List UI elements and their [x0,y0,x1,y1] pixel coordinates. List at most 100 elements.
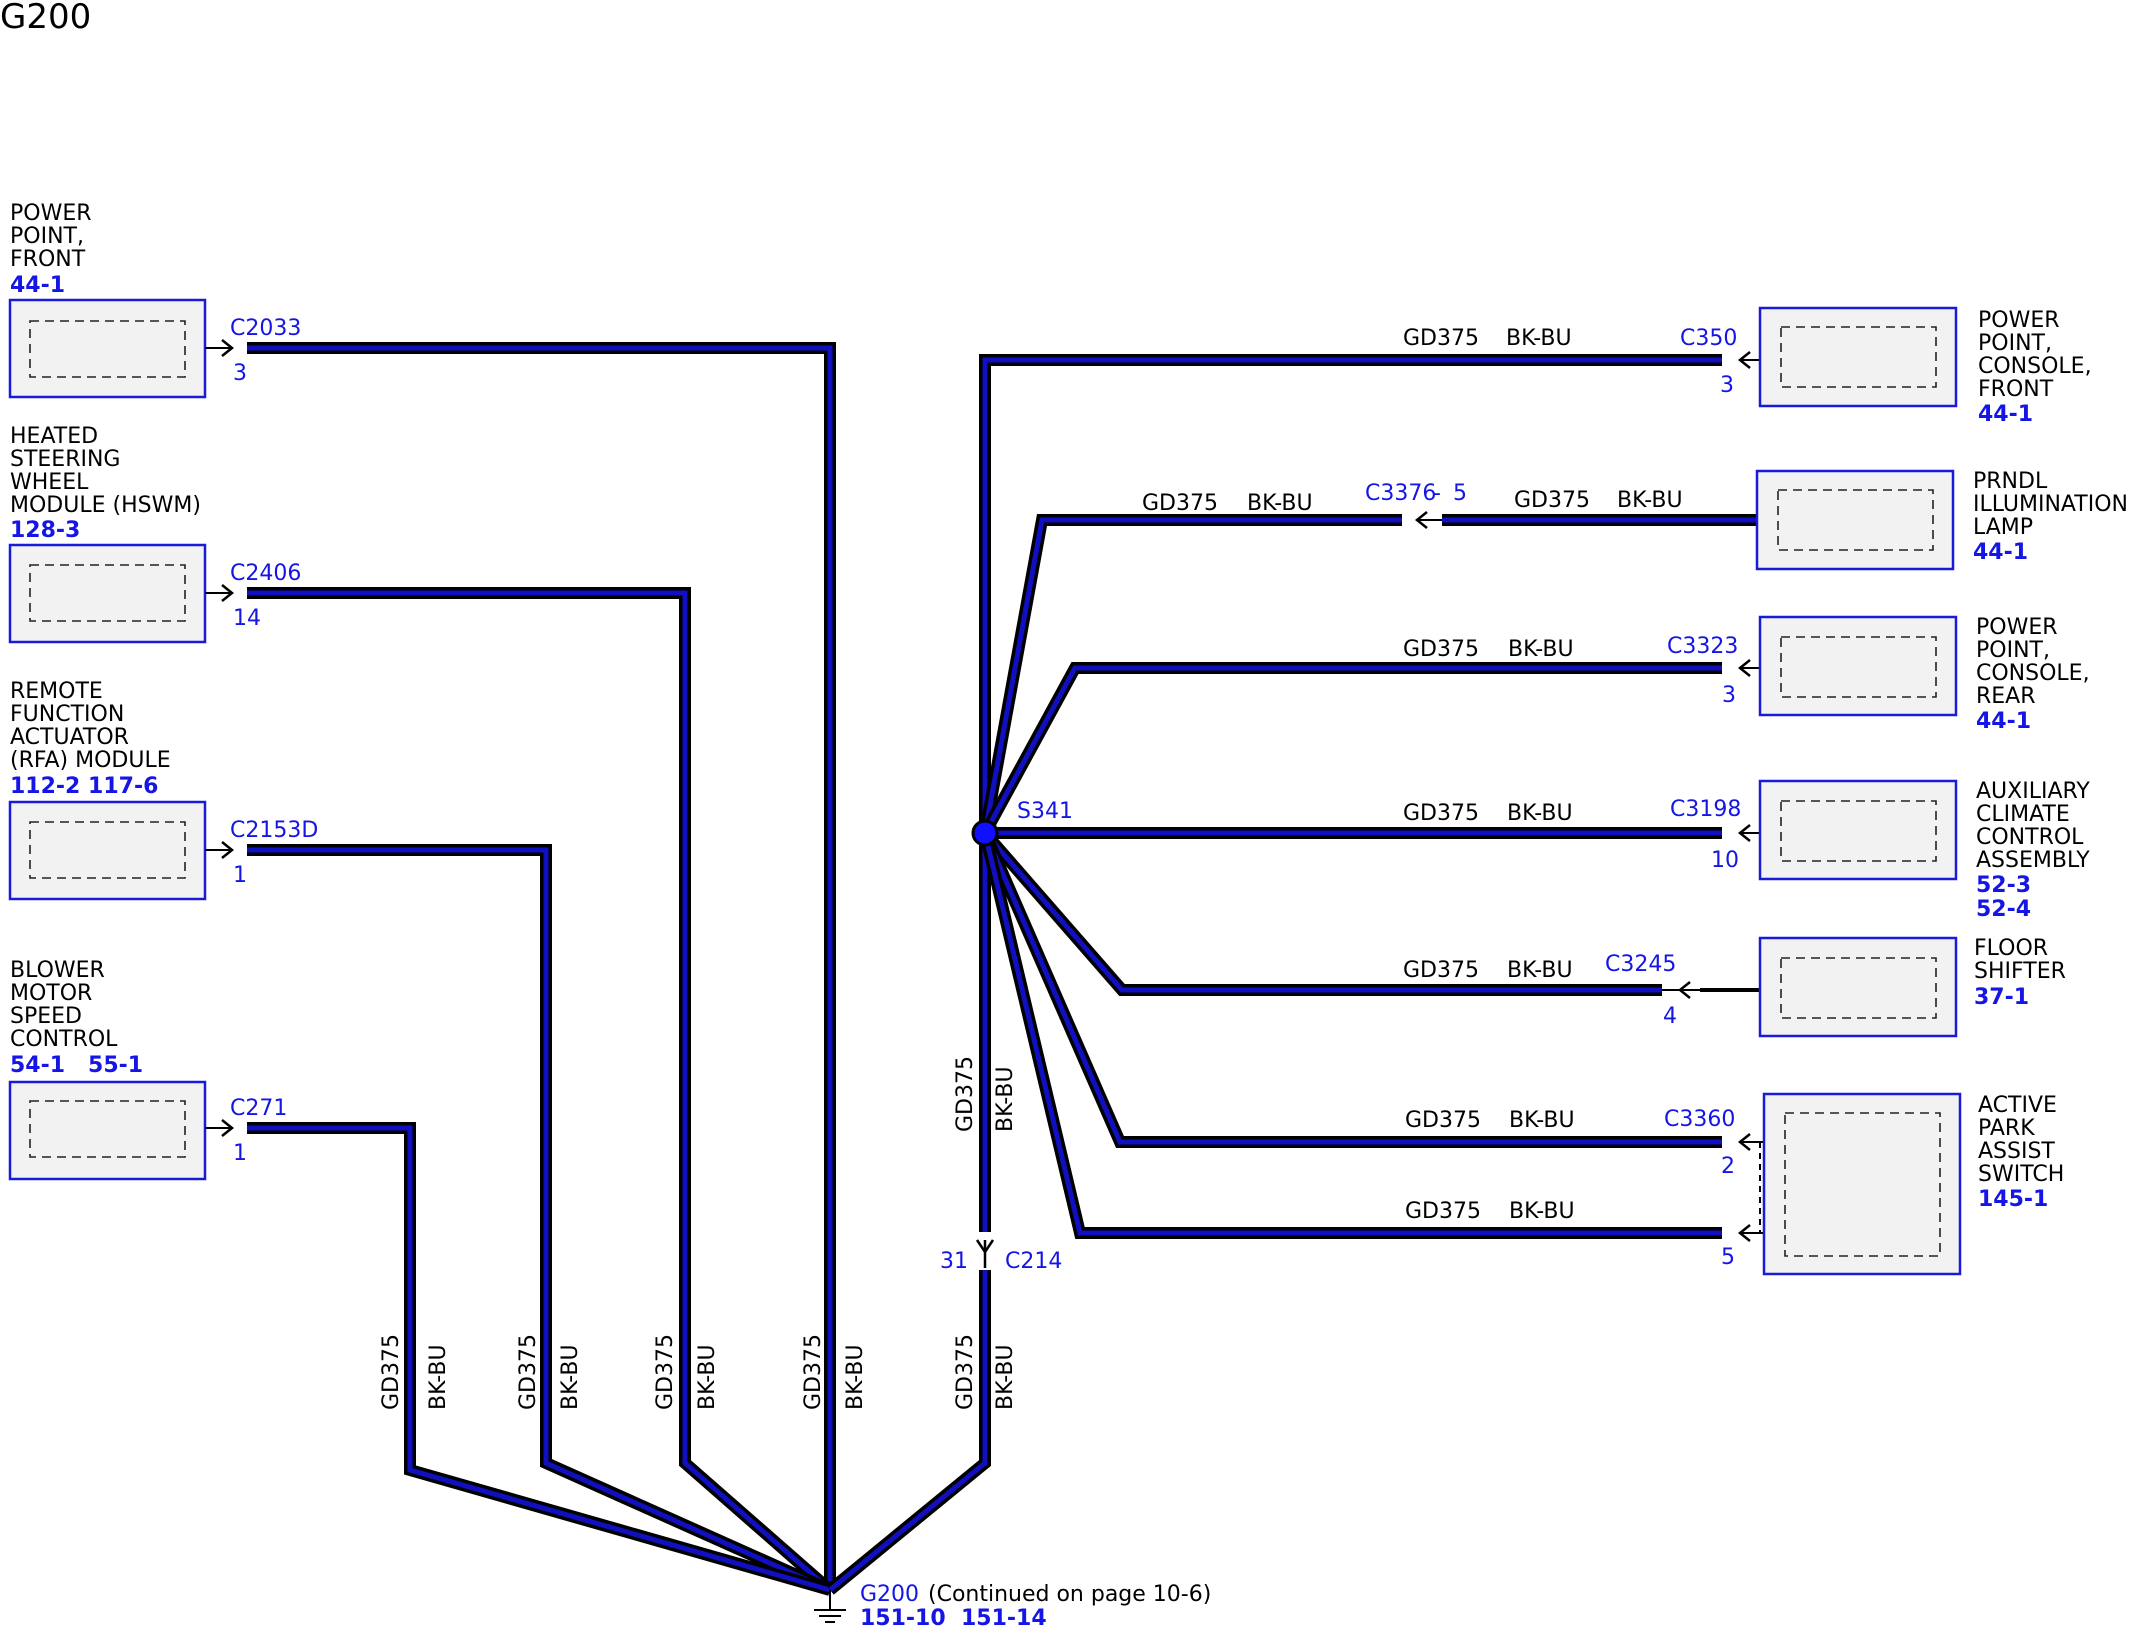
page-reference[interactable]: 52-4 [1976,897,2031,922]
component-box [1758,615,1958,717]
page-reference[interactable]: 54-1 55-1 [10,1053,143,1078]
svg-text:BK-BU: BK-BU [1617,488,1683,513]
connector-id[interactable]: C3360 [1664,1107,1735,1132]
pin-number: 5 [1453,481,1467,506]
page-reference[interactable]: 151-10 151-14 [860,1606,1047,1627]
page-reference[interactable]: 128-3 [10,518,80,543]
pin-number: 1 [233,863,247,888]
right-component-active-park-assist-switch: C3360 2 5 ACTIVE PARK ASSIST SWITCH 145-… [1664,1092,2064,1276]
svg-text:GD375: GD375 [801,1334,826,1410]
page-reference[interactable]: 44-1 [1973,540,2028,565]
component-box [1758,306,1958,408]
svg-text:BK-BU: BK-BU [1507,801,1573,826]
page-reference[interactable]: 112-2 117-6 [10,774,158,799]
pin-number: 31 [940,1249,968,1274]
component-label: BLOWER MOTOR SPEED CONTROL [10,958,118,1052]
svg-text:BK-BU: BK-BU [426,1344,451,1410]
connector-id[interactable]: C271 [230,1096,287,1121]
left-component-heated-steering-wheel-module: HEATED STEERING WHEEL MODULE (HSWM) 128-… [8,424,301,644]
ground-label[interactable]: G200 [860,1582,919,1607]
svg-text:BK-BU: BK-BU [1247,491,1313,516]
page-title: G200 [0,0,91,37]
component-label: HEATED STEERING WHEEL MODULE (HSWM) [10,424,201,518]
pin-number: 4 [1663,1004,1677,1029]
svg-text:BK-BU: BK-BU [993,1066,1018,1132]
svg-text:BK-BU: BK-BU [843,1344,868,1410]
page-reference[interactable]: 44-1 [10,273,65,298]
svg-text:BK-BU: BK-BU [1509,1199,1575,1224]
component-label: REMOTE FUNCTION ACTUATOR (RFA) MODULE [10,679,171,773]
right-component-prndl-illumination-lamp: C3376 - 5 PRNDL ILLUMINATION LAMP 44-1 [1365,469,2130,571]
wires [247,342,1757,1596]
connector-id[interactable]: C3198 [1670,797,1741,822]
right-component-power-point-console-front: C350 3 POWER POINT, CONSOLE, FRONT 44-1 [1680,306,2099,427]
component-box [8,1080,207,1181]
connector-id[interactable]: C3376 [1365,481,1436,506]
svg-text:GD375: GD375 [1403,801,1479,826]
connector-id[interactable]: C2406 [230,561,301,586]
connector-id[interactable]: C3323 [1667,634,1738,659]
left-component-power-point-front: POWER POINT, FRONT 44-1 C2033 3 [8,201,301,399]
component-label: ACTIVE PARK ASSIST SWITCH [1978,1093,2064,1187]
component-box [1762,1092,1962,1276]
connector-id[interactable]: C350 [1680,326,1737,351]
svg-text:GD375: GD375 [953,1334,978,1410]
connector-id[interactable]: C3245 [1605,952,1676,977]
connector-id[interactable]: C2033 [230,316,301,341]
pin-number: 3 [1722,683,1736,708]
page-reference[interactable]: 37-1 [1974,985,2029,1010]
splice-dot[interactable] [971,819,999,847]
svg-text:GD375: GD375 [1405,1108,1481,1133]
pin-number: 2 [1721,1154,1735,1179]
connector-id[interactable]: C214 [1005,1249,1062,1274]
svg-text:BK-BU: BK-BU [558,1344,583,1410]
component-label: PRNDL ILLUMINATION LAMP [1973,469,2130,540]
svg-text:GD375: GD375 [1142,491,1218,516]
splice-label[interactable]: S341 [1017,799,1073,824]
component-label: POWER POINT, FRONT [10,201,99,272]
component-box [8,298,207,399]
component-label: POWER POINT, CONSOLE, FRONT [1978,308,2099,402]
connector-id[interactable]: C2153D [230,818,318,843]
svg-text:BK-BU: BK-BU [1506,326,1572,351]
svg-text:BK-BU: BK-BU [993,1344,1018,1410]
svg-text:GD375: GD375 [1405,1199,1481,1224]
right-component-auxiliary-climate-control-assembly: C3198 10 AUXILIARY CLIMATE CONTROL ASSEM… [1670,779,2097,922]
component-label: POWER POINT, CONSOLE, REAR [1976,615,2097,709]
svg-text:BK-BU: BK-BU [1507,958,1573,983]
component-box [8,800,207,901]
svg-text:GD375: GD375 [1403,637,1479,662]
page-reference[interactable]: 145-1 [1978,1187,2048,1212]
component-label: AUXILIARY CLIMATE CONTROL ASSEMBLY [1976,779,2097,873]
left-component-blower-motor-speed-control: BLOWER MOTOR SPEED CONTROL 54-1 55-1 C27… [8,958,287,1181]
pin-number: 10 [1711,848,1739,873]
component-box [1758,936,1958,1038]
svg-text:GD375: GD375 [379,1334,404,1410]
right-component-power-point-console-rear: C3323 3 POWER POINT, CONSOLE, REAR 44-1 [1667,615,2097,734]
inline-connector-c214: 31 C214 [940,1239,1062,1274]
page-reference[interactable]: 44-1 [1976,709,2031,734]
ground-g200: G200 (Continued on page 10-6) 151-10 151… [814,1582,1211,1627]
svg-text:GD375: GD375 [653,1334,678,1410]
splice-s341: S341 [971,799,1073,847]
page-reference[interactable]: 44-1 [1978,402,2033,427]
component-box [1758,779,1958,881]
component-box [8,543,207,644]
pin-number: 3 [1720,373,1734,398]
page-reference[interactable]: 52-3 [1976,873,2031,898]
svg-text:BK-BU: BK-BU [1508,637,1574,662]
svg-text:GD375: GD375 [1403,958,1479,983]
component-label: FLOOR SHIFTER [1974,936,2066,984]
pin-number: 1 [233,1141,247,1166]
right-component-floor-shifter: C3245 4 FLOOR SHIFTER 37-1 [1605,936,2066,1038]
svg-text:-: - [1433,481,1441,506]
continuation-note: (Continued on page 10-6) [928,1582,1211,1607]
pin-number: 5 [1721,1245,1735,1270]
svg-text:BK-BU: BK-BU [695,1344,720,1410]
svg-text:GD375: GD375 [1403,326,1479,351]
svg-text:BK-BU: BK-BU [1509,1108,1575,1133]
pin-number: 14 [233,606,261,631]
